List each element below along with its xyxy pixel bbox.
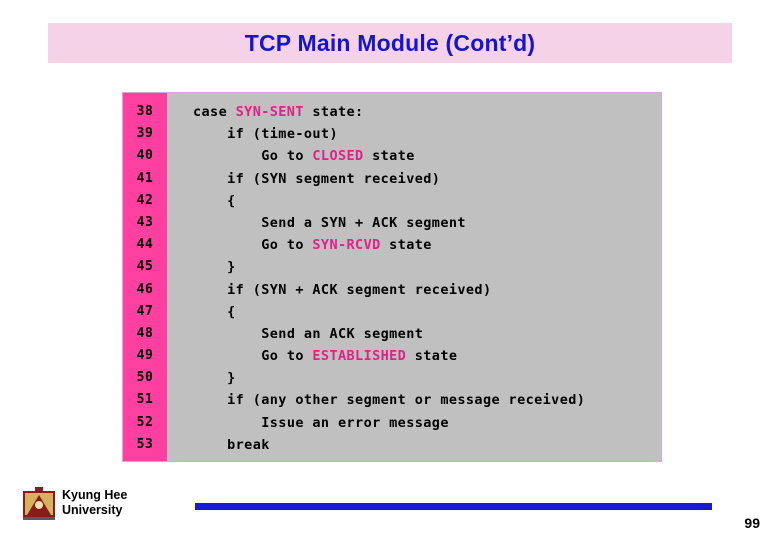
university-crest-icon (23, 487, 55, 520)
code-text: if (SYN segment received) (227, 170, 441, 187)
code-line: { (193, 301, 661, 323)
code-line-number: 41 (136, 170, 154, 186)
code-text: Issue an error message (261, 414, 449, 431)
code-line-number: 43 (136, 214, 154, 230)
code-line: Send an ACK segment (193, 323, 661, 345)
code-line-number: 48 (136, 325, 154, 341)
code-text: case (193, 104, 236, 120)
code-indent (193, 326, 261, 342)
code-indent (193, 437, 227, 453)
code-line-number: 44 (136, 237, 154, 253)
code-lines: case SYN-SENT state: if (time-out) Go to… (167, 93, 661, 461)
code-indent (193, 392, 227, 408)
slide-title-banner: TCP Main Module (Cont’d) (48, 23, 732, 63)
code-text: state (406, 348, 458, 365)
code-line-number: 51 (136, 392, 154, 408)
code-line: } (193, 367, 661, 389)
footer-divider (195, 503, 712, 510)
footer-brand: Kyung Hee University (22, 485, 127, 521)
code-indent (193, 171, 227, 187)
code-indent (193, 282, 227, 298)
page-title: TCP Main Module (Cont’d) (244, 29, 536, 56)
brand-name: Kyung Hee University (62, 488, 127, 518)
code-indent (193, 415, 261, 431)
code-line: if (time-out) (193, 123, 661, 145)
code-line: Issue an error message (193, 412, 661, 434)
code-line: } (193, 256, 661, 278)
code-line-number: 40 (136, 148, 154, 164)
code-text: if (any other segment or message receive… (227, 392, 586, 409)
code-text: { (227, 303, 236, 320)
code-text: state: (303, 104, 364, 120)
code-text: state (363, 148, 415, 165)
code-line-number: 49 (136, 348, 154, 364)
code-line: if (SYN segment received) (193, 168, 661, 190)
code-line-number: 39 (136, 126, 154, 142)
code-line-number: 46 (136, 281, 154, 297)
brand-line-2: University (62, 503, 123, 517)
code-line: Go to ESTABLISHED state (193, 345, 661, 367)
brand-line-1: Kyung Hee (62, 488, 128, 502)
code-text: Send an ACK segment (261, 325, 424, 342)
code-line: Send a SYN + ACK segment (193, 212, 661, 234)
code-indent (193, 193, 227, 209)
code-line-number: 50 (136, 370, 154, 386)
code-line-number: 42 (136, 192, 154, 208)
code-line: if (SYN + ACK segment received) (193, 279, 661, 301)
code-line-number: 47 (136, 303, 154, 319)
code-line-number: 53 (136, 436, 154, 452)
code-line-number: 38 (136, 104, 154, 119)
code-indent (193, 348, 261, 364)
code-indent (193, 148, 261, 164)
code-line-number: 52 (136, 414, 154, 430)
code-text: Go to (261, 237, 313, 254)
code-text: state (380, 237, 432, 254)
code-indent (193, 237, 261, 253)
code-text: break (227, 436, 270, 453)
code-line: Go to SYN-RCVD state (193, 234, 661, 256)
code-text: Send a SYN + ACK segment (261, 214, 466, 231)
page-number: 99 (744, 515, 760, 531)
code-indent (193, 259, 227, 275)
code-indent (193, 215, 261, 231)
code-text: if (time-out) (227, 126, 338, 143)
code-state-keyword: CLOSED (312, 148, 364, 165)
code-line: break (193, 434, 661, 456)
code-indent (193, 126, 227, 142)
code-line: if (any other segment or message receive… (193, 389, 661, 411)
code-line-numbers: 38 39 40 41 42 43 44 45 46 47 48 49 50 51 52 53 (123, 93, 167, 461)
code-state-keyword: ESTABLISHED (312, 348, 407, 365)
code-text: { (227, 192, 236, 209)
code-line: Go to CLOSED state (193, 145, 661, 167)
code-state-keyword: SYN-SENT (235, 104, 304, 120)
code-listing: 38 39 40 41 42 43 44 45 46 47 48 49 50 51 52 53 case SY… (122, 92, 662, 462)
code-line-number: 45 (136, 259, 154, 275)
code-indent (193, 304, 227, 320)
code-state-keyword: SYN-RCVD (312, 237, 381, 254)
code-text: if (SYN + ACK segment received) (227, 281, 492, 298)
code-text: Go to (261, 148, 313, 165)
code-line: { (193, 190, 661, 212)
code-text: } (227, 259, 236, 276)
code-text: Go to (261, 348, 313, 365)
code-line: case SYN-SENT state: (193, 101, 661, 123)
code-text: } (227, 370, 236, 387)
code-indent (193, 370, 227, 386)
